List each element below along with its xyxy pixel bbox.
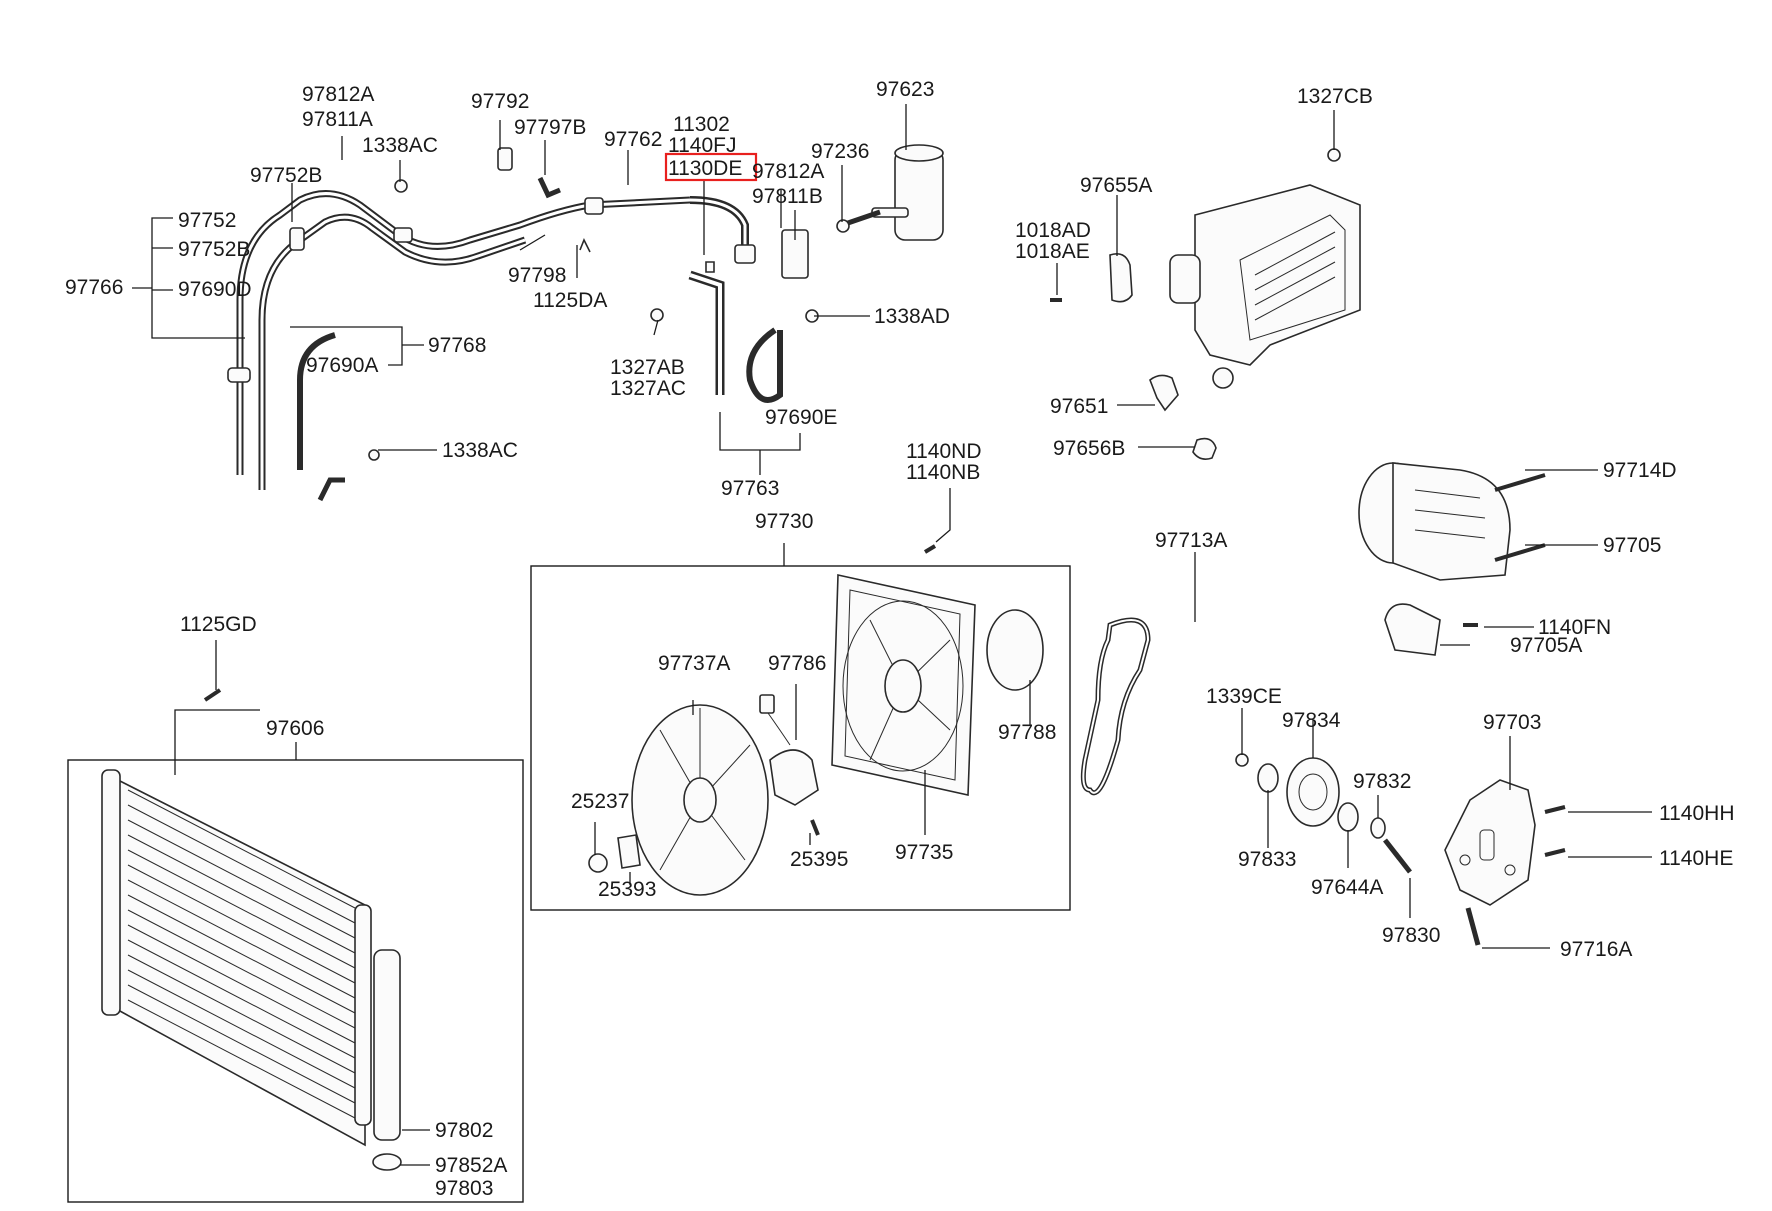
part-labels: 97812A 97811A 1338AC 97752B 97752 97752B… xyxy=(65,78,1735,1200)
part-label-1338AC-2[interactable]: 1338AC xyxy=(442,439,518,462)
part-label-97797B[interactable]: 97797B xyxy=(514,116,586,139)
part-label-97606[interactable]: 97606 xyxy=(266,717,324,740)
part-label-1140HH[interactable]: 1140HH xyxy=(1659,802,1735,825)
condenser-illustration xyxy=(101,688,402,1171)
part-label-97752[interactable]: 97752 xyxy=(178,209,236,232)
part-label-97752B-2[interactable]: 97752B xyxy=(178,238,250,261)
part-label-97690D[interactable]: 97690D xyxy=(178,278,252,301)
part-label-97768[interactable]: 97768 xyxy=(428,334,486,357)
fan-shroud-illustration xyxy=(588,544,1044,896)
part-label-97798[interactable]: 97798 xyxy=(508,264,566,287)
part-label-1018AD[interactable]: 1018AD xyxy=(1015,219,1091,242)
receiver-drier-illustration xyxy=(836,144,944,241)
part-label-97830[interactable]: 97830 xyxy=(1382,924,1440,947)
part-label-97716A[interactable]: 97716A xyxy=(1560,938,1632,961)
part-label-97788[interactable]: 97788 xyxy=(998,721,1056,744)
part-label-97651[interactable]: 97651 xyxy=(1050,395,1108,418)
part-label-97705[interactable]: 97705 xyxy=(1603,534,1661,557)
part-label-1125DA[interactable]: 1125DA xyxy=(533,289,607,312)
part-label-97730[interactable]: 97730 xyxy=(755,510,813,533)
leader-lines xyxy=(67,104,1652,1203)
part-label-97655A[interactable]: 97655A xyxy=(1080,174,1152,197)
part-label-1327AB[interactable]: 1327AB xyxy=(610,356,685,379)
part-label-97690E[interactable]: 97690E xyxy=(765,406,837,429)
part-label-1130DE[interactable]: 1130DE xyxy=(668,157,742,180)
part-label-97833[interactable]: 97833 xyxy=(1238,848,1296,871)
part-label-1018AE[interactable]: 1018AE xyxy=(1015,240,1090,263)
part-label-1140FJ[interactable]: 1140FJ xyxy=(668,134,737,157)
part-label-25237[interactable]: 25237 xyxy=(571,790,629,813)
part-label-97762[interactable]: 97762 xyxy=(604,128,662,151)
part-label-97623[interactable]: 97623 xyxy=(876,78,934,101)
evaporator-case-illustration xyxy=(1050,148,1361,460)
part-label-97690A[interactable]: 97690A xyxy=(306,354,378,377)
part-label-97834[interactable]: 97834 xyxy=(1282,709,1341,732)
part-label-97703[interactable]: 97703 xyxy=(1483,711,1541,734)
part-label-97763[interactable]: 97763 xyxy=(721,477,779,500)
part-label-1327CB[interactable]: 1327CB xyxy=(1297,85,1373,108)
part-label-97752B[interactable]: 97752B xyxy=(250,164,322,187)
part-label-1140NB[interactable]: 1140NB xyxy=(906,461,980,484)
part-label-25393[interactable]: 25393 xyxy=(598,878,656,901)
part-label-1338AD[interactable]: 1338AD xyxy=(874,305,950,328)
part-label-97812A[interactable]: 97812A xyxy=(302,83,374,106)
part-label-11302[interactable]: 11302 xyxy=(673,113,730,136)
part-label-97803[interactable]: 97803 xyxy=(435,1177,493,1200)
part-label-97832[interactable]: 97832 xyxy=(1353,770,1411,793)
part-label-1140HE[interactable]: 1140HE xyxy=(1659,847,1733,870)
part-label-97812A-2[interactable]: 97812A xyxy=(752,160,824,183)
part-label-97811B[interactable]: 97811B xyxy=(752,185,823,208)
part-label-97735[interactable]: 97735 xyxy=(895,841,953,864)
part-label-1339CE[interactable]: 1339CE xyxy=(1206,685,1282,708)
part-label-97786[interactable]: 97786 xyxy=(768,652,826,675)
highlight-box xyxy=(664,152,758,182)
part-label-1140FN[interactable]: 1140FN xyxy=(1538,616,1611,639)
part-label-97714D[interactable]: 97714D xyxy=(1603,459,1677,482)
pipe-assembly-illustration xyxy=(227,147,819,502)
part-label-97236[interactable]: 97236 xyxy=(811,140,869,163)
part-label-1140ND[interactable]: 1140ND xyxy=(906,440,982,463)
part-label-97802[interactable]: 97802 xyxy=(435,1119,493,1142)
idler-pulley-illustration xyxy=(1235,753,1566,946)
part-label-97656B[interactable]: 97656B xyxy=(1053,437,1125,460)
part-label-1338AC[interactable]: 1338AC xyxy=(362,134,438,157)
part-label-97766[interactable]: 97766 xyxy=(65,276,123,299)
part-label-97811A[interactable]: 97811A xyxy=(302,108,373,131)
part-label-97644A[interactable]: 97644A xyxy=(1311,876,1383,899)
part-label-1125GD[interactable]: 1125GD xyxy=(180,613,257,636)
part-label-97705A[interactable]: 97705A xyxy=(1510,634,1582,657)
part-label-25395[interactable]: 25395 xyxy=(790,848,848,871)
part-label-1327AC[interactable]: 1327AC xyxy=(610,377,686,400)
drive-belt-illustration xyxy=(1080,617,1151,796)
part-label-97737A[interactable]: 97737A xyxy=(658,652,730,675)
compressor-illustration xyxy=(1358,462,1546,656)
part-label-97713A[interactable]: 97713A xyxy=(1155,529,1227,552)
part-label-97792[interactable]: 97792 xyxy=(471,90,529,113)
part-label-97852A[interactable]: 97852A xyxy=(435,1154,507,1177)
